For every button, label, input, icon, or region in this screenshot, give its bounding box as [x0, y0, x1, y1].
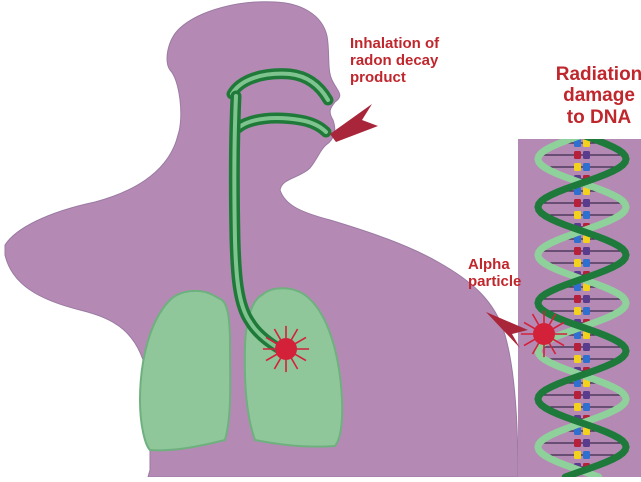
- nucleotide-base: [574, 343, 581, 351]
- nucleotide-base: [583, 451, 590, 459]
- nucleotide-base: [574, 247, 581, 255]
- nucleotide-base: [583, 403, 590, 411]
- nucleotide-base: [574, 391, 581, 399]
- inhalation-label-line-3: product: [350, 70, 439, 87]
- nucleotide-base: [583, 163, 590, 171]
- dna-damage-label-line-1: Radiation: [555, 64, 641, 85]
- nucleotide-base: [583, 307, 590, 315]
- particle-core: [533, 323, 555, 345]
- nucleotide-base: [574, 403, 581, 411]
- nucleotide-base: [583, 391, 590, 399]
- nucleotide-base: [583, 259, 590, 267]
- nucleotide-base: [574, 151, 581, 159]
- nucleotide-base: [583, 151, 590, 159]
- inhalation-label: Inhalation of radon decay product: [350, 36, 439, 86]
- nucleotide-base: [583, 295, 590, 303]
- nucleotide-base: [574, 211, 581, 219]
- nucleotide-base: [574, 439, 581, 447]
- inhalation-label-line-1: Inhalation of: [350, 36, 439, 53]
- dna-damage-label-line-3: to DNA: [555, 107, 641, 128]
- inhalation-arrow: [330, 104, 378, 142]
- nucleotide-base: [583, 343, 590, 351]
- nucleotide-base: [574, 307, 581, 315]
- nucleotide-base: [583, 211, 590, 219]
- alpha-label-line-2: particle: [468, 274, 521, 291]
- inhalation-label-line-2: radon decay: [350, 53, 439, 70]
- nucleotide-base: [574, 163, 581, 171]
- nucleotide-base: [583, 355, 590, 363]
- alpha-label-line-1: Alpha: [468, 257, 521, 274]
- nucleotide-base: [574, 295, 581, 303]
- nucleotide-base: [583, 247, 590, 255]
- nucleotide-base: [583, 439, 590, 447]
- dna-damage-label-line-2: damage: [555, 85, 641, 106]
- nucleotide-base: [574, 259, 581, 267]
- dna-damage-label: Radiation damage to DNA: [555, 64, 641, 128]
- nucleotide-base: [574, 199, 581, 207]
- nucleotide-base: [583, 199, 590, 207]
- alpha-particle-label: Alpha particle: [468, 257, 521, 291]
- particle-core: [275, 338, 297, 360]
- nucleotide-base: [574, 451, 581, 459]
- nucleotide-base: [574, 355, 581, 363]
